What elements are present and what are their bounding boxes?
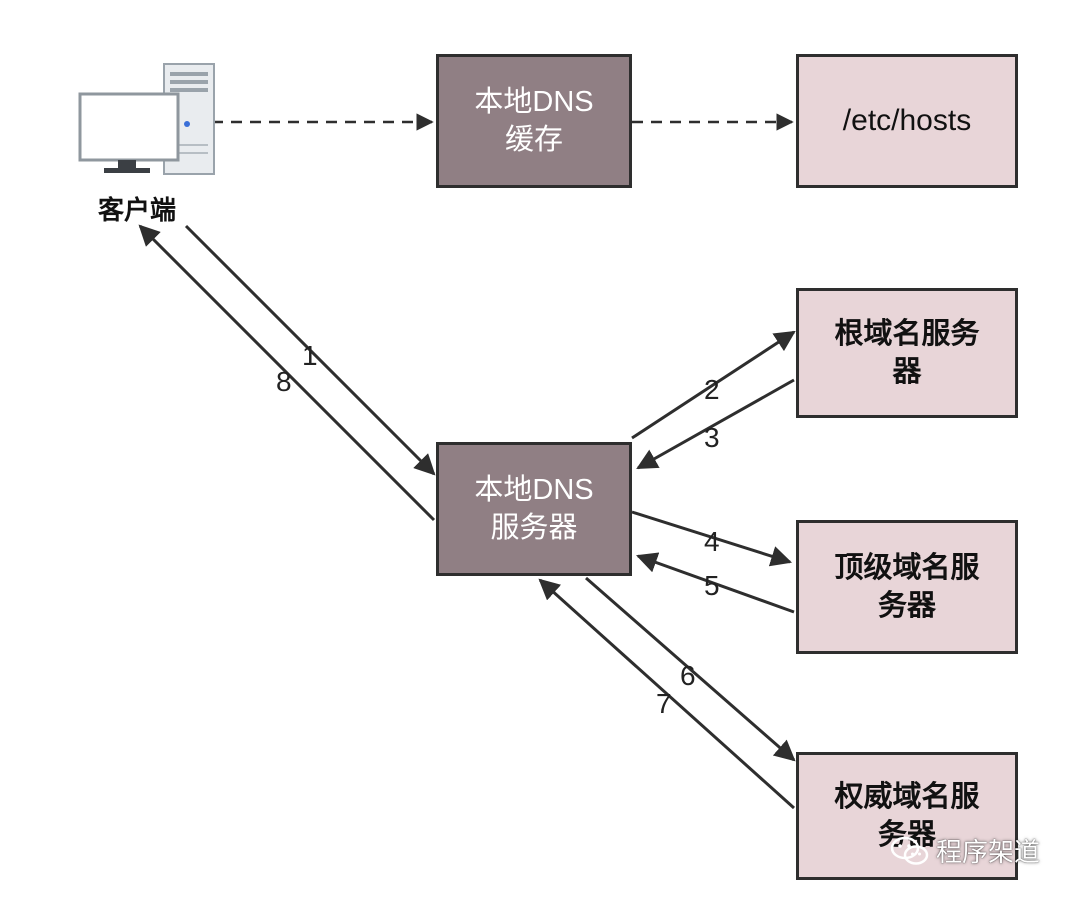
hosts-file-label: /etc/hosts (842, 104, 972, 137)
authoritative-dns-server-node: 权威域名服 务器 (796, 752, 1018, 880)
local-dns-server-node: 本地DNS 服务器 (436, 442, 632, 576)
hosts-file-node: /etc/hosts (796, 54, 1018, 188)
arrow-step-8 (138, 224, 436, 522)
wechat-icon (890, 836, 929, 865)
step-label-3: 3 (704, 422, 720, 453)
step-label-7: 7 (656, 688, 672, 719)
root-dns-server-line2: 器 (892, 356, 922, 388)
local-dns-server-line2: 服务器 (490, 512, 578, 544)
local-dns-cache-line2: 缓存 (504, 124, 563, 156)
tld-dns-server-line1: 顶级域名服 (834, 552, 980, 584)
tld-dns-server-node: 顶级域名服 务器 (796, 520, 1018, 654)
root-dns-server-node: 根域名服务 器 (796, 288, 1018, 418)
step-label-6: 6 (680, 660, 696, 691)
arrow-step-1 (184, 224, 436, 476)
step-label-1: 1 (302, 340, 318, 371)
step-label-2: 2 (704, 374, 720, 405)
local-dns-server-line1: 本地DNS (474, 474, 594, 506)
arrow-step-5 (636, 552, 795, 614)
step-label-8: 8 (276, 366, 292, 397)
client-label: 客户端 (98, 195, 177, 225)
step-label-4: 4 (704, 526, 720, 557)
arrow-step-7 (538, 578, 796, 810)
arrow-step-6 (585, 576, 796, 762)
tld-dns-server-line2: 务器 (877, 590, 936, 622)
authoritative-dns-server-line2: 务器 (877, 819, 936, 851)
watermark-text: 程序架道 (936, 837, 1041, 867)
arrow-step-3 (636, 378, 795, 470)
root-dns-server-line1: 根域名服务 (834, 318, 980, 350)
step-label-5: 5 (704, 570, 720, 601)
local-dns-cache-node: 本地DNS 缓存 (436, 54, 632, 188)
watermark: 程序架道 (890, 832, 1040, 869)
arrow-step-2 (631, 330, 796, 440)
computer-icon (78, 63, 215, 175)
local-dns-cache-line1: 本地DNS (474, 86, 594, 118)
arrow-step-4 (631, 510, 793, 567)
authoritative-dns-server-line1: 权威域名服 (834, 781, 980, 813)
